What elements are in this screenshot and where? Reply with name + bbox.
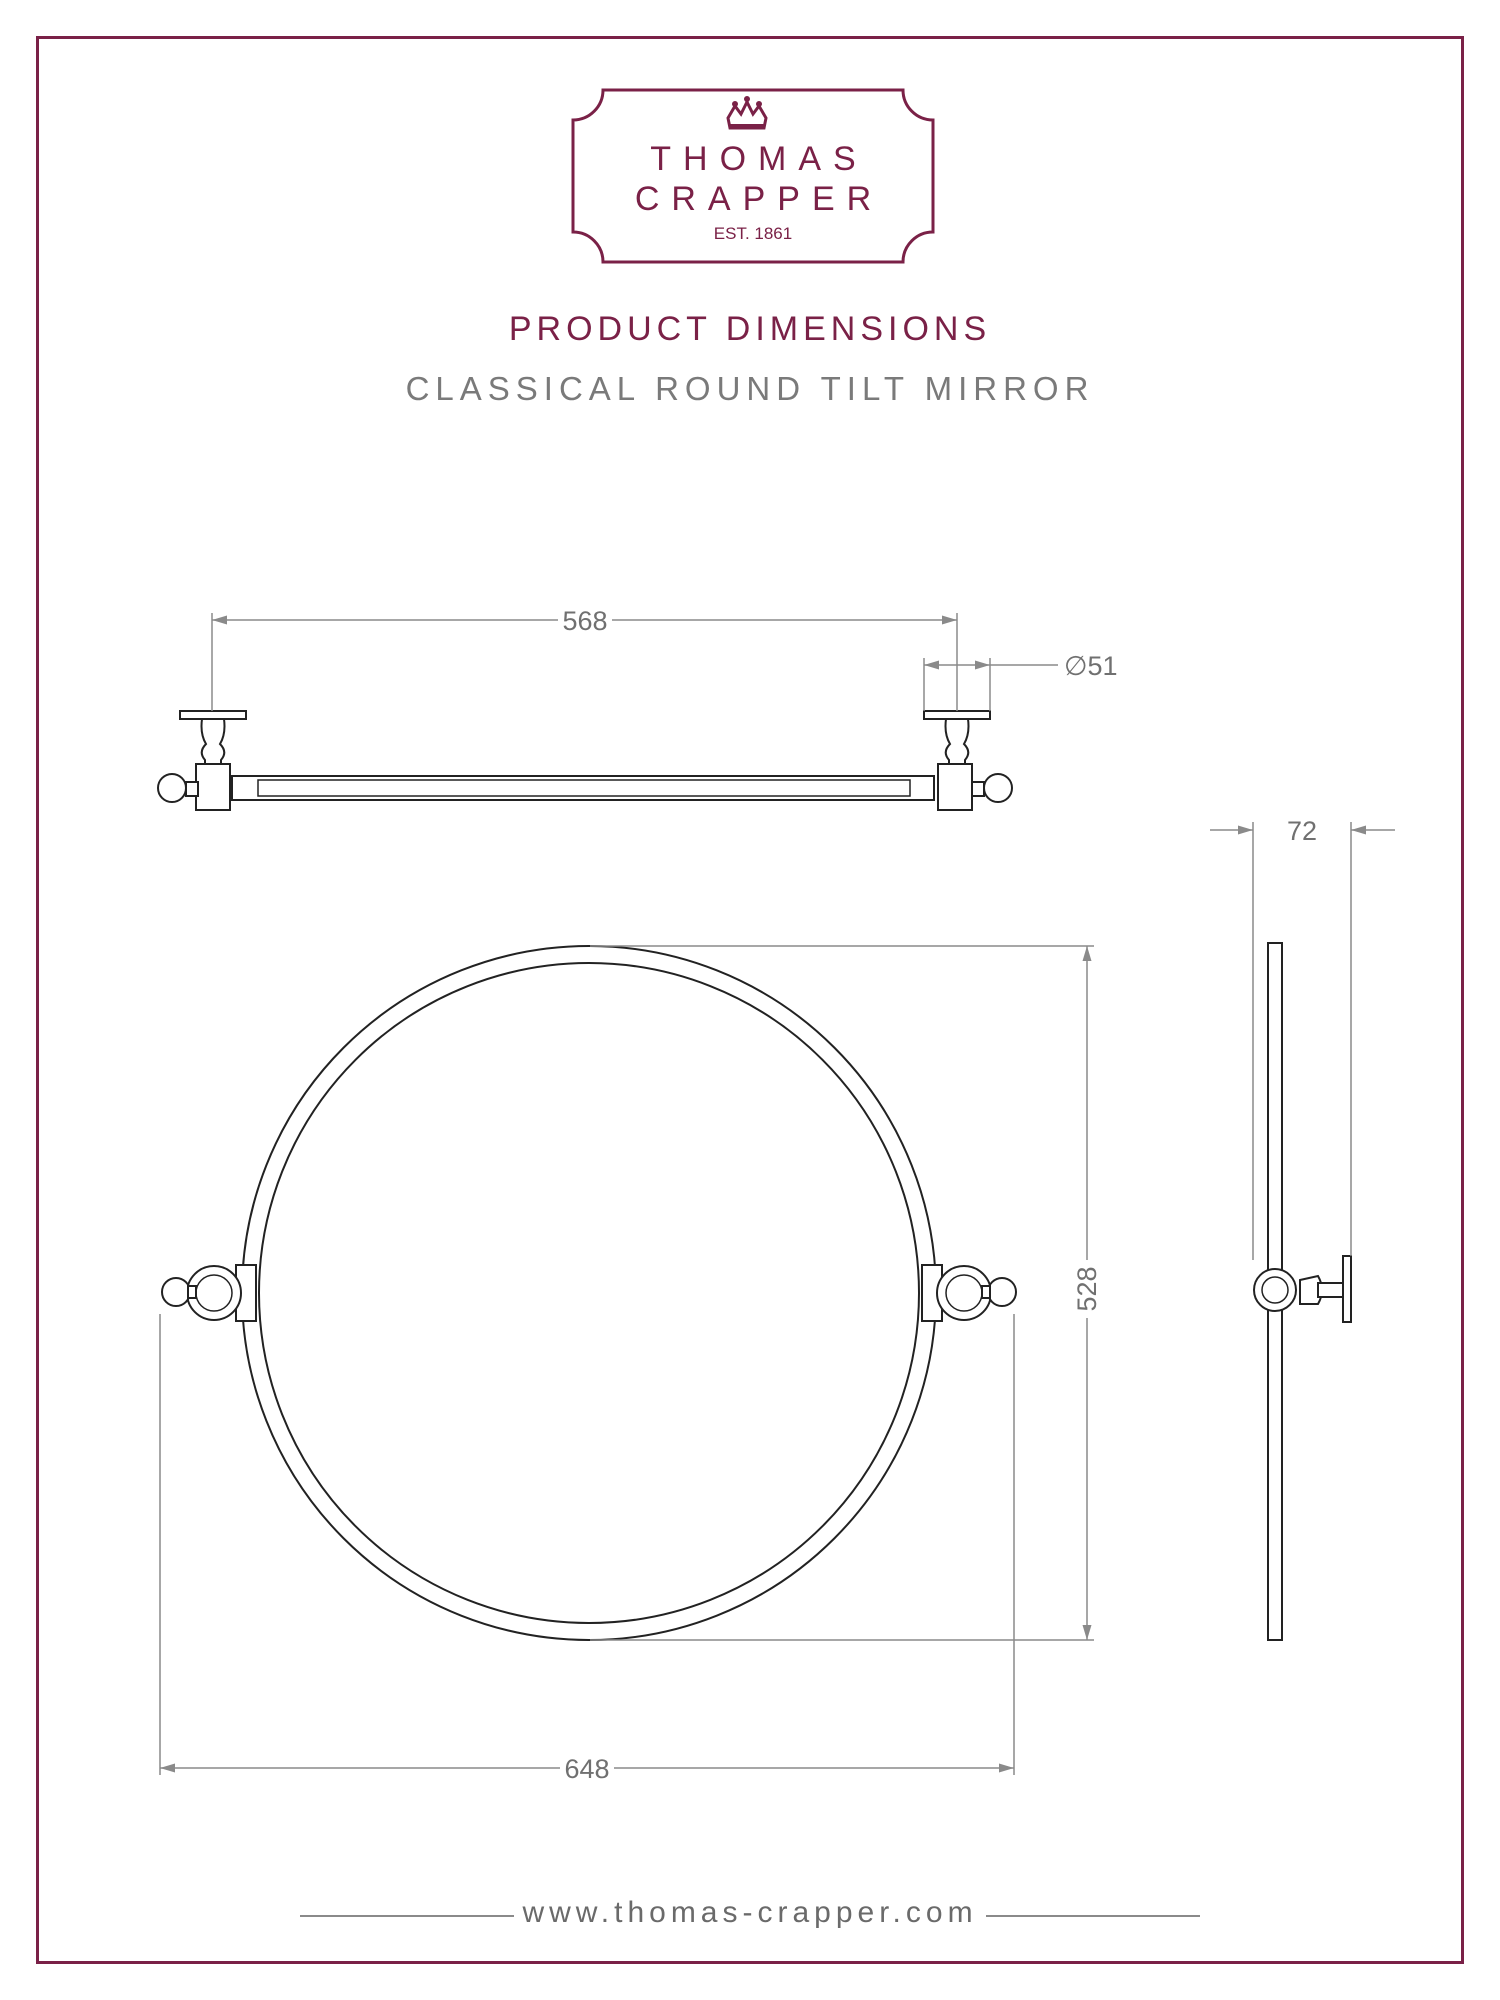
top-view xyxy=(157,710,1013,811)
page-border xyxy=(36,36,1464,1964)
page-title: PRODUCT DIMENSIONS xyxy=(508,310,992,348)
left-wall-plate xyxy=(179,710,247,720)
footer-rule-right xyxy=(800,1915,1200,1917)
brand-name-line2: CRAPPER xyxy=(634,180,884,218)
logo-frame xyxy=(571,88,935,264)
brand-established: EST. 1861 xyxy=(713,224,793,243)
mirror-outer-frame xyxy=(241,945,937,1641)
dim-depth xyxy=(1210,822,1395,1260)
dim-depth-label: 72 xyxy=(1287,816,1317,846)
dim-overall-width-label: 648 xyxy=(564,1754,609,1784)
crown-icon xyxy=(726,96,768,130)
right-pivot-knob xyxy=(987,1277,1017,1307)
left-knob xyxy=(157,773,187,803)
dim-height xyxy=(590,945,1094,1641)
mirror-glass-edge xyxy=(258,962,920,1624)
footer-rule-left xyxy=(300,1915,700,1917)
brand-logo: THOMAS CRAPPER EST. 1861 xyxy=(571,88,935,264)
product-name: CLASSICAL ROUND TILT MIRROR xyxy=(405,370,1095,407)
dim-backplate-diameter-label: ∅51 xyxy=(1064,651,1118,681)
dim-backplate-diameter xyxy=(923,658,1058,711)
side-view xyxy=(1253,942,1352,1641)
dim-top-width-label: 568 xyxy=(562,606,607,636)
brand-name-line1: THOMAS xyxy=(650,140,868,178)
right-wall-plate xyxy=(923,710,991,720)
footer: www.thomas-crapper.com xyxy=(0,1896,1500,1930)
right-knob xyxy=(983,773,1013,803)
website-link[interactable]: www.thomas-crapper.com xyxy=(514,1896,986,1929)
dim-overall-width xyxy=(159,1314,1015,1775)
left-pivot-knob xyxy=(161,1277,191,1307)
side-wall-plate xyxy=(1342,1255,1352,1323)
front-view xyxy=(161,945,1017,1641)
dim-height-label: 528 xyxy=(1072,1266,1102,1311)
